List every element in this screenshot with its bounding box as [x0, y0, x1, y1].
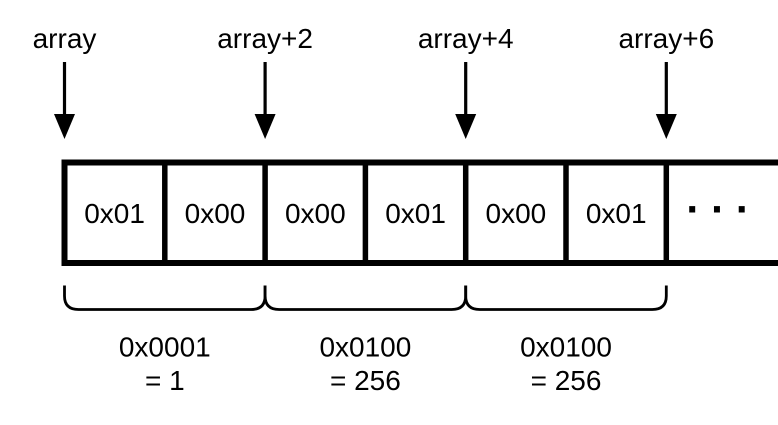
cell-value: 0x00: [285, 198, 346, 229]
group-brace: [263, 285, 468, 311]
pointer-label-array: array: [33, 23, 97, 54]
memory-row: 0x01 0x00 0x00 0x01 0x00 0x01 · · ·: [61, 159, 778, 266]
cell-value: 0x01: [84, 198, 145, 229]
pointer-arrow-icon: [54, 62, 75, 139]
pointer-label-array-plus-2: array+2: [217, 23, 313, 54]
group-brace: [464, 285, 668, 311]
ellipsis-dots: · · ·: [686, 190, 748, 230]
group-decimal-label: = 256: [330, 365, 401, 396]
pointer-label-array-plus-6: array+6: [618, 23, 714, 54]
pointer-arrow-icon: [455, 62, 477, 139]
cell-value: 0x00: [486, 198, 547, 229]
group-decimal-label: = 256: [531, 365, 602, 396]
group-hex-label: 0x0001: [119, 332, 211, 363]
pointer-arrow-icon: [655, 62, 677, 139]
group-hex-label: 0x0100: [520, 332, 612, 363]
cell-value: 0x01: [385, 198, 446, 229]
cell-value: 0x01: [586, 198, 647, 229]
pointer-arrow-icon: [254, 62, 276, 139]
group-decimal-label: = 1: [145, 365, 185, 396]
group-brace: [63, 285, 267, 311]
group-hex-label: 0x0100: [319, 332, 411, 363]
pointer-label-array-plus-4: array+4: [418, 23, 514, 54]
cell-value: 0x00: [185, 198, 246, 229]
